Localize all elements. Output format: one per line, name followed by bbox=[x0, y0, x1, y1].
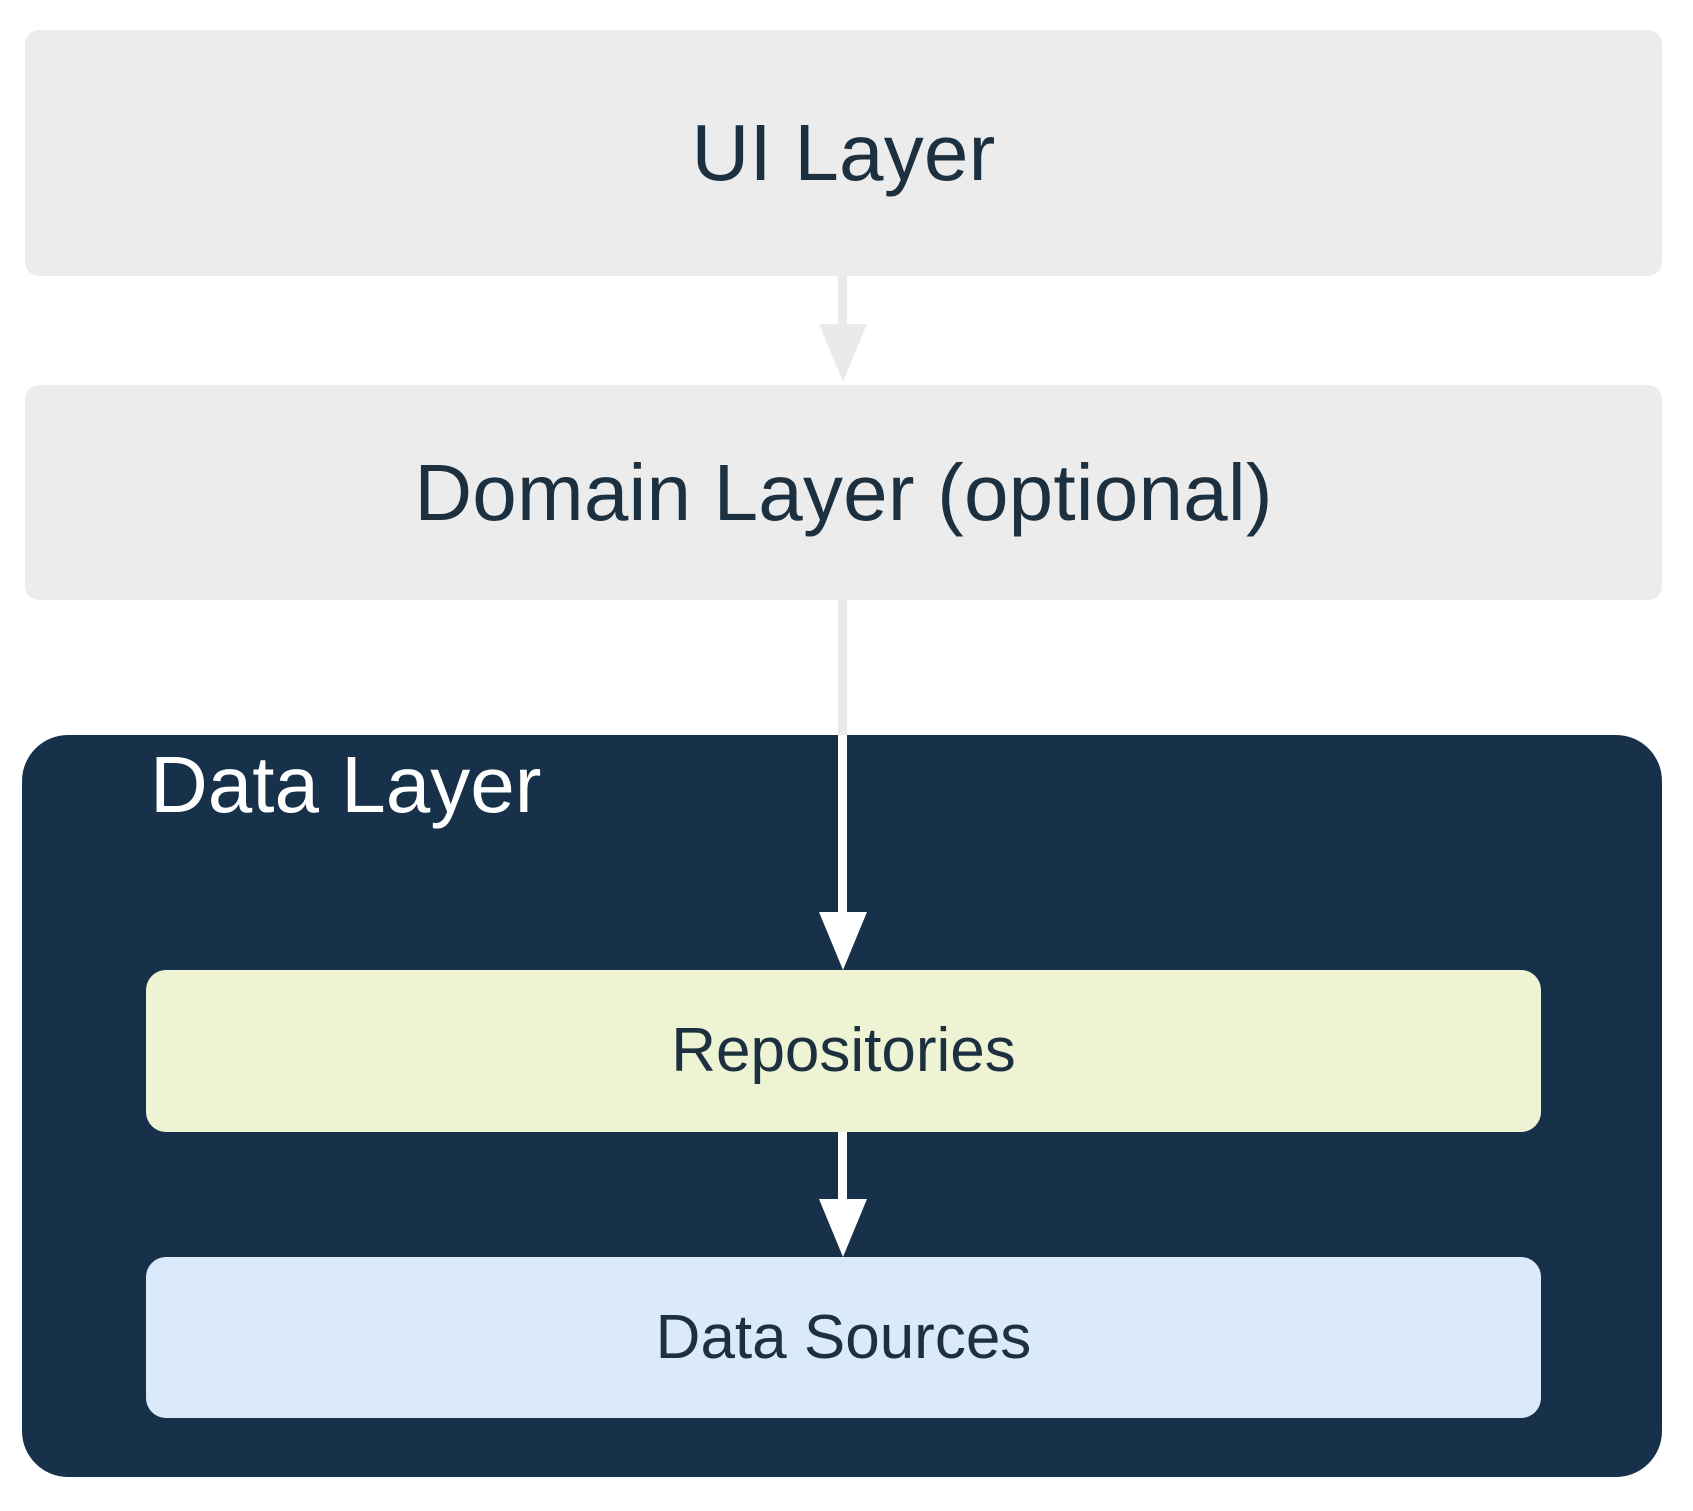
ui-layer-label: UI Layer bbox=[691, 108, 996, 197]
data-sources-card: Data Sources bbox=[146, 1257, 1541, 1418]
repositories-label: Repositories bbox=[671, 1016, 1016, 1085]
arrow-shaft bbox=[838, 276, 847, 324]
data-sources-label: Data Sources bbox=[655, 1302, 1032, 1372]
domain-layer-label: Domain Layer (optional) bbox=[414, 447, 1273, 537]
domain-layer-box: Domain Layer (optional) bbox=[25, 385, 1662, 600]
ui-layer-box: UI Layer bbox=[25, 30, 1662, 276]
data-layer-label: Data Layer bbox=[150, 740, 542, 829]
arrow-shaft bbox=[838, 600, 847, 735]
arrow-head bbox=[818, 324, 867, 382]
repositories-card: Repositories bbox=[146, 970, 1541, 1132]
